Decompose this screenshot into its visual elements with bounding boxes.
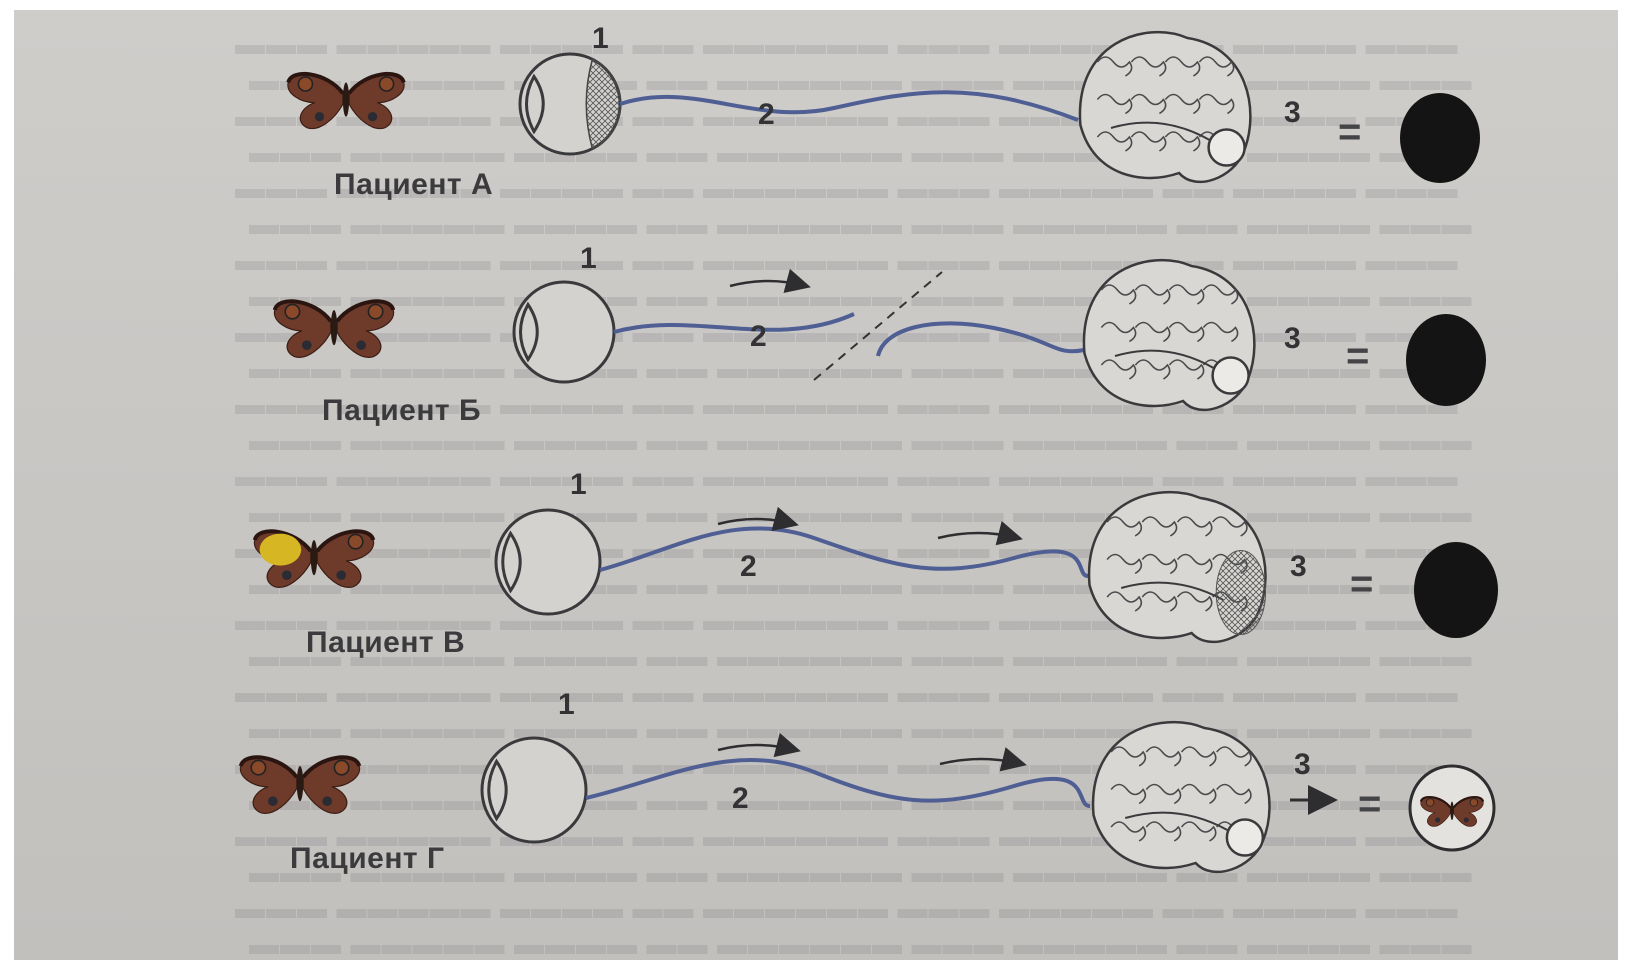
eye-label: 1 [570,468,587,502]
equals-sign: = [1358,782,1381,827]
black-result-icon [1400,93,1480,183]
pathway-row-3 [254,492,1498,642]
signal-arrow [730,281,806,286]
pathway-row-2 [274,260,1486,410]
eye-icon [496,510,600,614]
equals-sign: = [1346,334,1369,379]
signal-arrow [718,745,796,750]
signal-arrow [718,519,794,524]
brain-label: 3 [1294,748,1311,782]
visual-cortex [1209,130,1245,166]
nerve-label: 2 [758,98,775,132]
patient-label: Пациент Б [322,394,481,428]
yellow-spot [260,534,302,566]
pathway-row-1 [288,32,1480,183]
optic-nerve [614,314,854,332]
butterfly-icon [288,74,404,129]
nerve-label: 2 [732,782,749,816]
optic-nerve-distal [878,323,1084,356]
retina-lesion [586,59,620,149]
equals-sign: = [1350,562,1373,607]
brain-icon [1089,492,1265,642]
black-result-icon [1414,542,1498,638]
eye-icon [520,54,621,154]
brain-icon [1084,260,1254,410]
black-result-icon [1406,314,1486,406]
eye-label: 1 [558,688,575,722]
textbook-page: ▬▬▬ ▬▬▬▬ ▬▬ ▬▬▬▬▬ ▬▬▬ ▬▬▬▬▬▬ ▬▬ ▬▬▬▬ ▬▬▬… [14,10,1618,960]
optic-nerve [620,92,1078,120]
optic-nerve [600,528,1088,576]
brain-label: 3 [1284,322,1301,356]
visual-cortex-lesion [1216,551,1265,635]
brain-label: 3 [1290,550,1307,584]
brain-label: 3 [1284,96,1301,130]
brain-icon [1093,722,1269,872]
patient-label: Пациент В [306,626,465,660]
brain-icon [1080,32,1250,182]
equals-sign: = [1338,110,1361,155]
eye-icon [514,282,614,382]
eye-icon [482,738,586,842]
nerve-label: 2 [740,550,757,584]
patient-label: Пациент А [334,168,493,202]
eye-label: 1 [592,22,609,56]
butterfly-icon [240,757,359,813]
visual-cortex [1227,820,1263,856]
butterfly-icon [274,301,393,357]
eye-label: 1 [580,242,597,276]
nerve-label: 2 [750,320,767,354]
patient-label: Пациент Г [290,842,444,876]
signal-arrow [940,759,1022,764]
visual-cortex [1213,358,1249,394]
signal-arrow [938,533,1018,538]
butterfly-icon [254,531,373,587]
optic-nerve [586,760,1090,806]
